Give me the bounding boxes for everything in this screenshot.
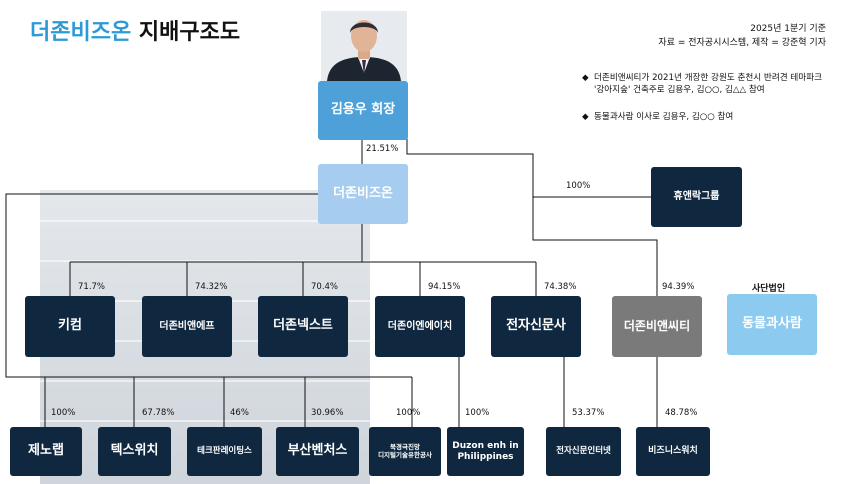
node-chairman: 김용우 회장 bbox=[318, 81, 408, 140]
source-basis: 2025년 1분기 기준 자료 = 전자공시시스템, 제작 = 강준혁 기자 bbox=[658, 22, 826, 50]
pct-kicom: 71.7% bbox=[78, 282, 106, 292]
caption-incorporated-association: 사단법인 bbox=[752, 284, 786, 294]
node-textswitch: 텍스위치 bbox=[98, 427, 171, 476]
line-chairman-hyu bbox=[406, 126, 651, 198]
pct-etimes: 74.38% bbox=[544, 282, 577, 292]
pct-techfair: 46% bbox=[230, 408, 249, 418]
diamond-icon: ◆ bbox=[582, 112, 589, 122]
node-business-watch: 비즈니스워치 bbox=[636, 427, 710, 476]
pct-chairman-hyu: 100% bbox=[566, 181, 591, 191]
node-bukjeong-digital: 북경극진망 디지털기술유한공사 bbox=[369, 427, 441, 476]
note-1: ◆ 더존비앤씨티가 2021년 개장한 강원도 춘천시 반려견 테마파크 '강아지… bbox=[582, 72, 822, 96]
pct-zenolab: 100% bbox=[51, 408, 76, 418]
node-etimes-internet: 전자신문인터넷 bbox=[546, 427, 621, 476]
basis-date: 2025년 1분기 기준 bbox=[750, 24, 826, 34]
pct-bizwatch: 48.78% bbox=[665, 408, 698, 418]
diamond-icon: ◆ bbox=[582, 73, 589, 83]
node-kicom: 키컴 bbox=[25, 296, 115, 357]
page-title: 더존비즈온 지배구조도 bbox=[30, 14, 240, 46]
chairman-photo bbox=[321, 11, 407, 81]
title-suffix: 지배구조도 bbox=[138, 20, 241, 45]
pct-textswitch: 67.78% bbox=[142, 408, 175, 418]
node-electronic-times: 전자신문사 bbox=[491, 296, 581, 357]
node-duzon-ph-line-1: Duzon enh in bbox=[452, 441, 519, 452]
line-duzon-level3-bus bbox=[5, 193, 412, 378]
node-duzon-bnct: 더존비앤씨티 bbox=[612, 296, 702, 357]
note-2: ◆ 동물과사람 이사로 김용우, 김○○ 참여 bbox=[582, 111, 733, 123]
pct-duzon-ph: 100% bbox=[465, 408, 490, 418]
pct-next: 70.4% bbox=[311, 282, 339, 292]
node-duzon-enh-philippines: Duzon enh in Philippines bbox=[447, 427, 524, 476]
node-duzon-bizon: 더존비즈온 bbox=[318, 164, 408, 224]
pct-etimes-internet: 53.37% bbox=[572, 408, 605, 418]
node-animal-and-people: 동물과사람 bbox=[727, 294, 817, 355]
node-busan-ventures: 부산벤처스 bbox=[276, 427, 359, 476]
pct-chairman-duzon: 21.51% bbox=[366, 144, 399, 154]
node-zenolab: 제노랩 bbox=[10, 427, 82, 476]
node-duzon-ph-line-2: Philippines bbox=[457, 451, 514, 462]
node-duzon-bnf: 더존비앤에프 bbox=[142, 296, 232, 357]
pct-enh: 94.15% bbox=[428, 282, 461, 292]
pct-bnct: 94.39% bbox=[662, 282, 695, 292]
line-chairman-bnct bbox=[532, 197, 658, 296]
title-company: 더존비즈온 bbox=[30, 20, 132, 45]
node-techfair-ratings: 테크판레이팅스 bbox=[187, 427, 262, 476]
node-duzon-next: 더존넥스트 bbox=[258, 296, 348, 357]
node-bukjeong-line-1: 북경극진망 bbox=[390, 443, 420, 452]
pct-bukjeong: 100% bbox=[396, 408, 421, 418]
node-duzon-enh: 더존이엔에이치 bbox=[375, 296, 465, 357]
node-hyu-and-rak: 휴앤락그룹 bbox=[651, 167, 742, 227]
pct-busan: 30.96% bbox=[311, 408, 344, 418]
line-duzon-bus bbox=[361, 224, 536, 263]
note-2-line-1: 동물과사람 이사로 김용우, 김○○ 참여 bbox=[594, 112, 734, 122]
basis-source: 자료 = 전자공시시스템, 제작 = 강준혁 기자 bbox=[658, 38, 826, 48]
pct-bnf: 74.32% bbox=[195, 282, 228, 292]
node-bukjeong-line-2: 디지털기술유한공사 bbox=[378, 450, 432, 459]
note-1-line-2: '강아지숲' 건축주로 김용우, 김○○, 김△△ 참여 bbox=[594, 85, 765, 95]
note-1-line-1: 더존비앤씨티가 2021년 개장한 강원도 춘천시 반려견 테마파크 bbox=[594, 73, 823, 83]
